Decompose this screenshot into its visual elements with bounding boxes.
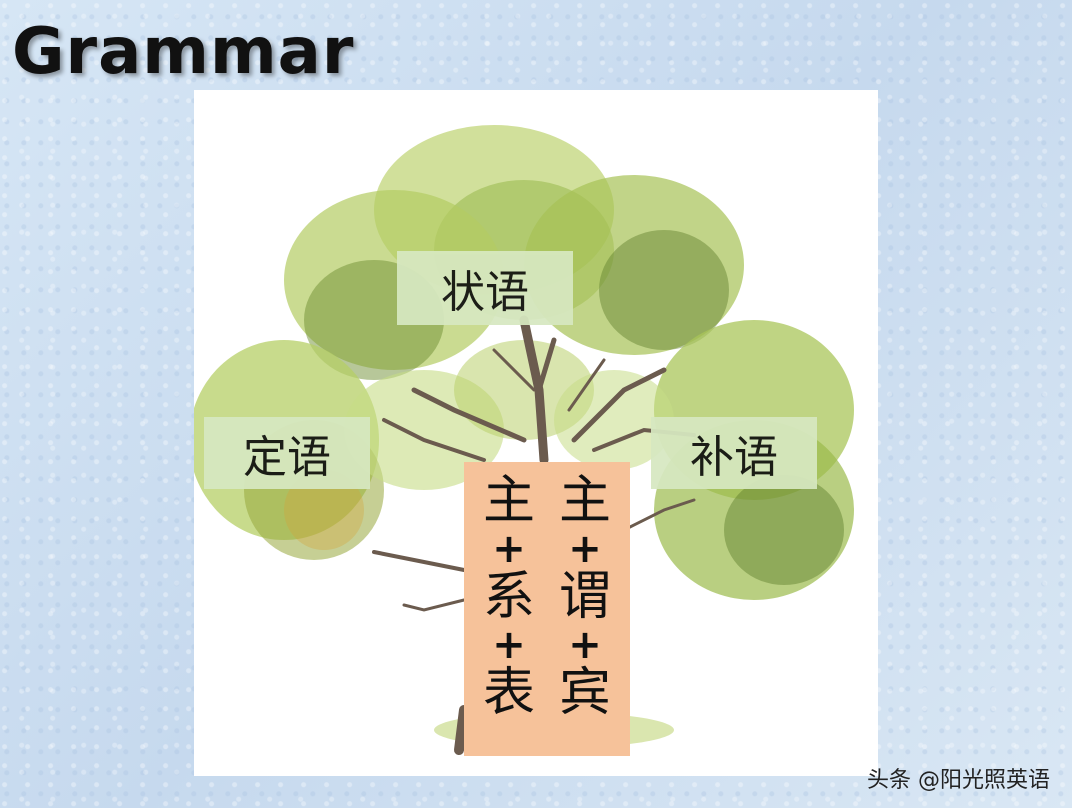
pattern-plus: + bbox=[568, 622, 602, 668]
pattern-plus: + bbox=[568, 526, 602, 572]
slide-title: Grammar bbox=[12, 15, 355, 89]
pattern-plus: + bbox=[492, 622, 526, 668]
pattern-object: 宾 bbox=[558, 663, 611, 723]
pattern-predicative: 表 bbox=[482, 663, 535, 723]
pattern-subject: 主 bbox=[558, 471, 611, 531]
attributive-label: 定语 bbox=[204, 417, 370, 489]
tree-branches bbox=[372, 315, 696, 755]
sentence-pattern-box: 主 + 系 + 表 主 + 谓 + 宾 bbox=[464, 462, 630, 756]
pattern-plus: + bbox=[492, 526, 526, 572]
complement-label: 补语 bbox=[651, 417, 817, 489]
pattern-predicate: 谓 bbox=[558, 567, 611, 627]
source-watermark: 头条 @阳光照英语 bbox=[867, 768, 1050, 793]
linking-verb-pattern: 主 + 系 + 表 bbox=[474, 470, 544, 724]
pattern-linking-verb: 系 bbox=[482, 567, 535, 627]
transitive-verb-pattern: 主 + 谓 + 宾 bbox=[550, 470, 620, 724]
adverbial-label: 状语 bbox=[397, 251, 573, 325]
diagram-panel: 状语 定语 补语 主 + 系 + 表 主 + 谓 + 宾 bbox=[194, 90, 878, 776]
pattern-subject: 主 bbox=[482, 471, 535, 531]
